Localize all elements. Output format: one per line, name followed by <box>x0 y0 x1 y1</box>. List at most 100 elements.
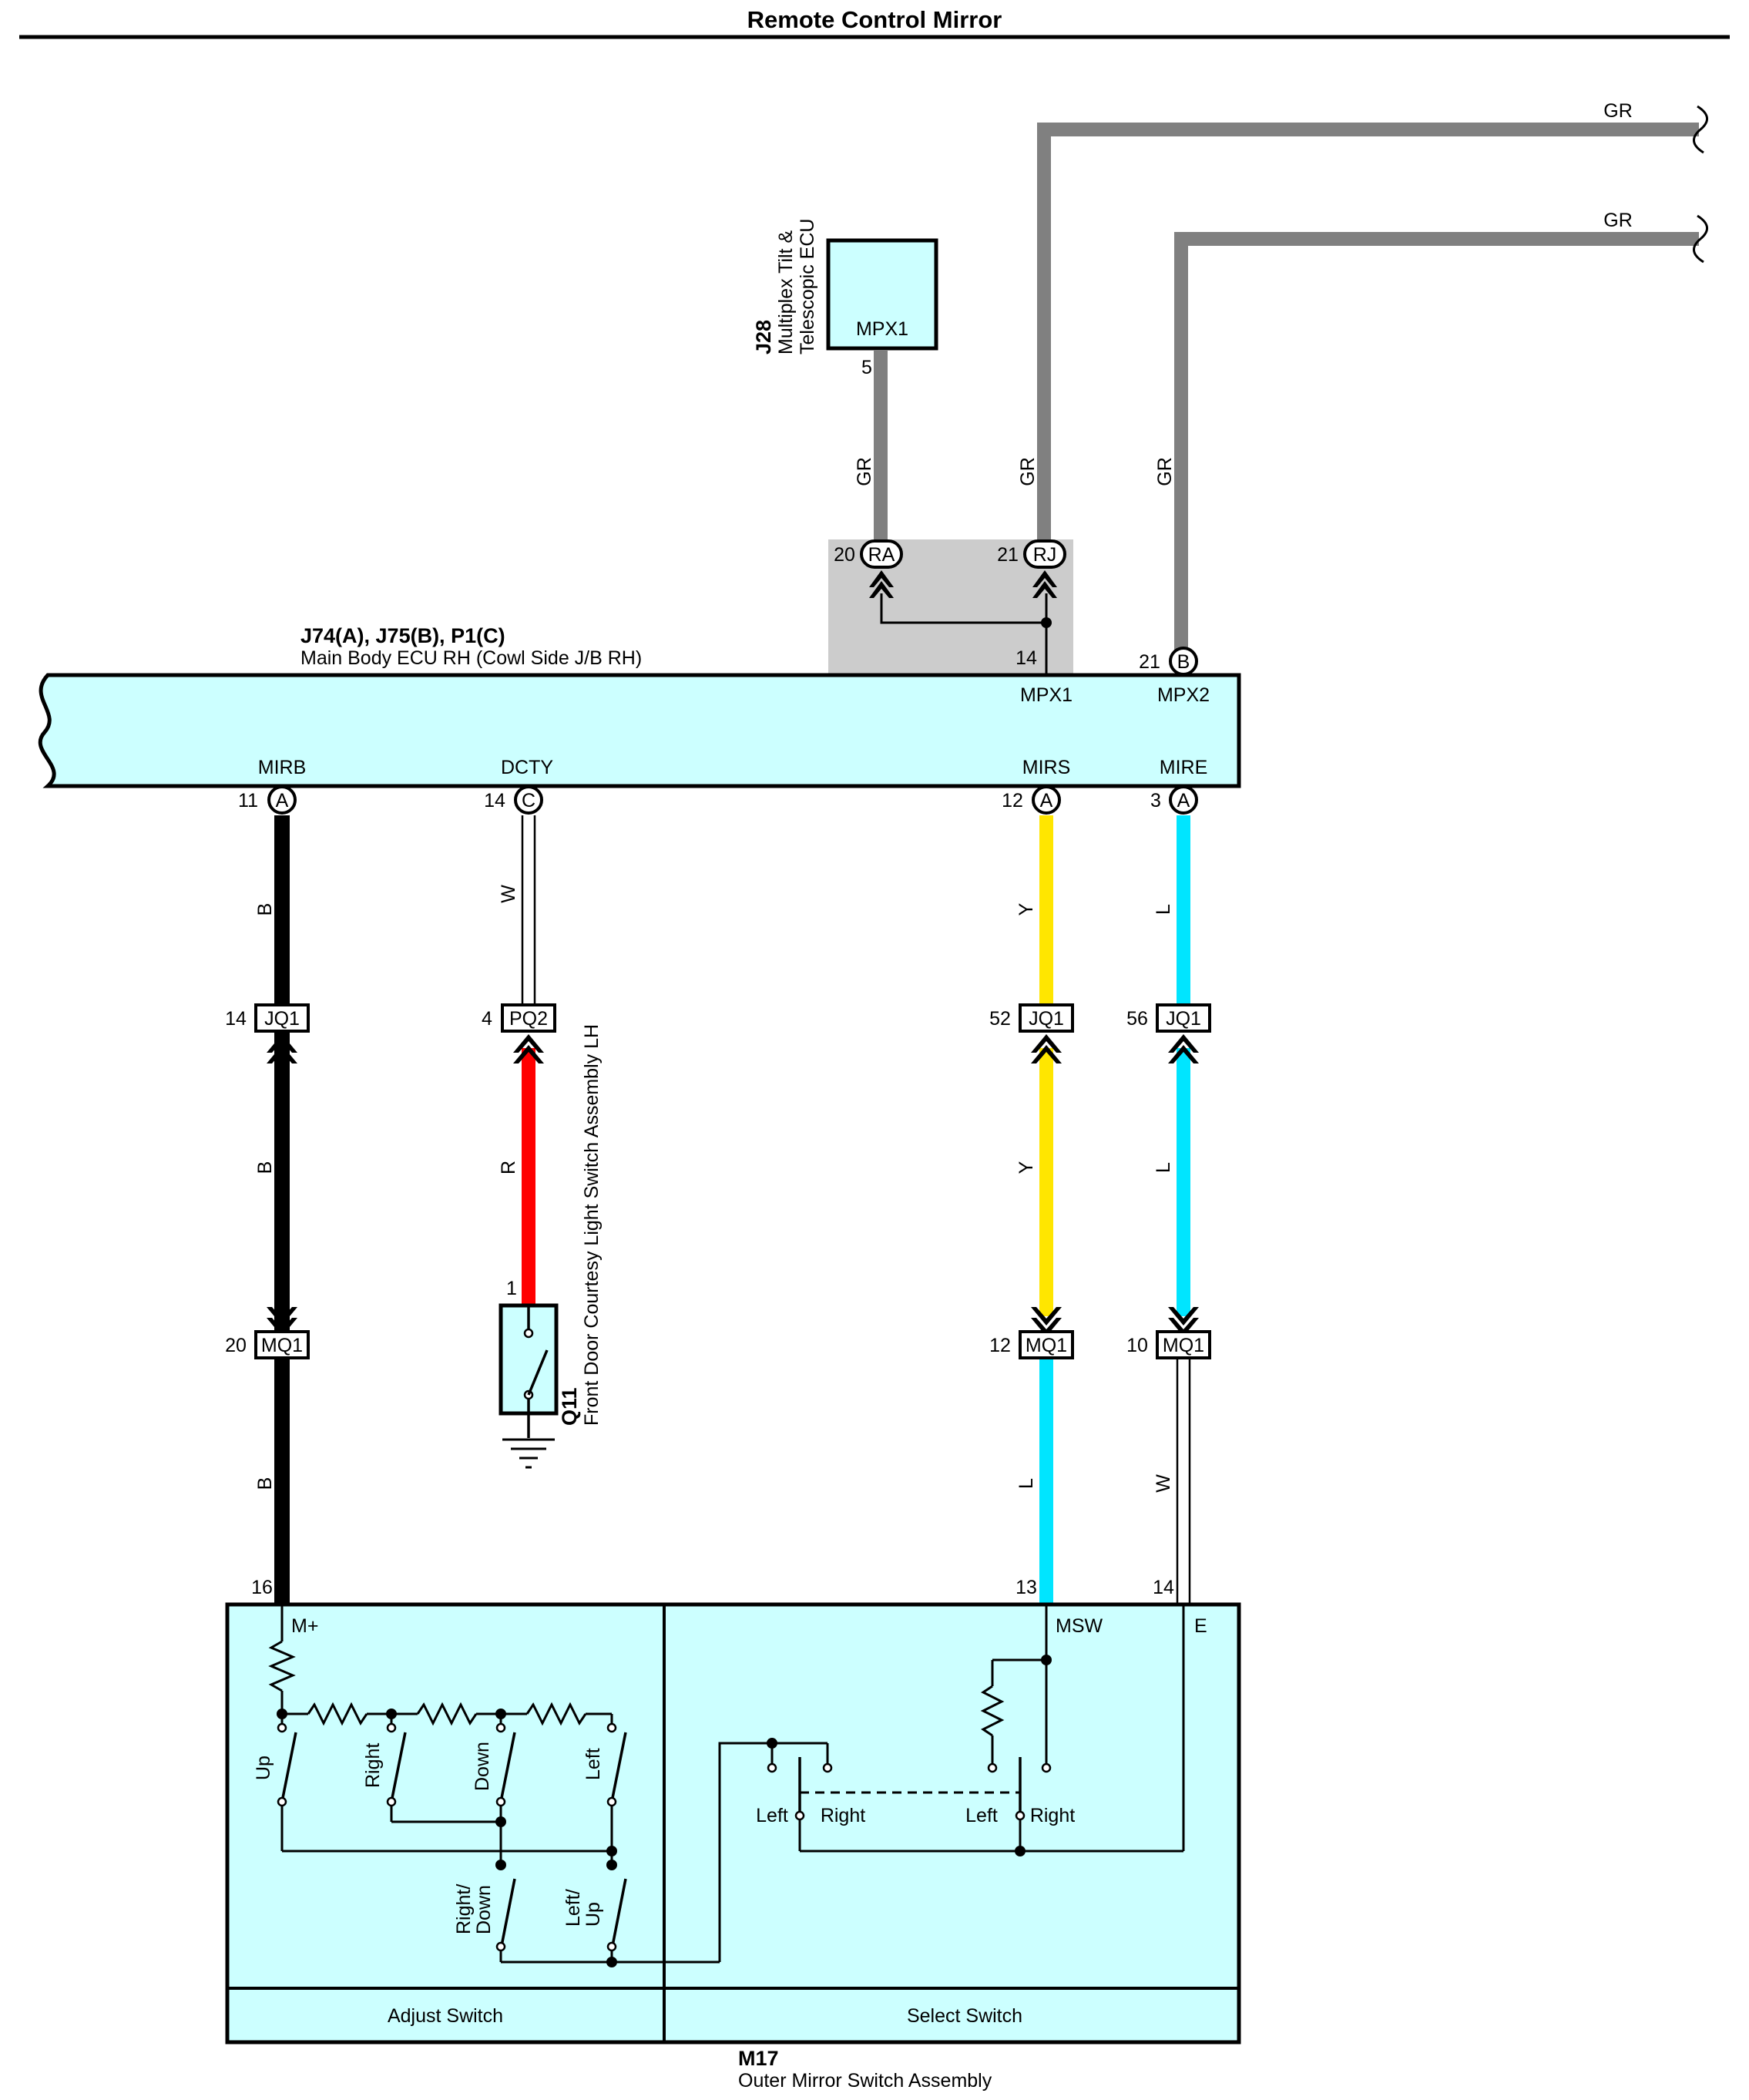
q11-switch-symbol <box>523 1305 549 1438</box>
m17-mplus-pin: 16 <box>251 1577 273 1598</box>
connector-ra-label: RA <box>868 544 895 566</box>
mq1-pin-mirb: 20 <box>225 1335 247 1356</box>
mq1-pin-mire: 10 <box>1126 1335 1148 1356</box>
gray-wire-mpx2 <box>1174 232 1699 659</box>
wire-color-mpx2: GR <box>1154 457 1176 486</box>
pq2-connector <box>501 1003 556 1033</box>
mq1-label-mire: MQ1 <box>1163 1335 1204 1356</box>
switch-label-right: Right <box>362 1743 384 1788</box>
wire-color-mirs-mid: Y <box>1015 1161 1037 1174</box>
switch-label-left: Left <box>582 1748 604 1780</box>
jq1-pin-mirb: 14 <box>225 1008 247 1030</box>
wire-color-mirb-upper: B <box>254 903 276 916</box>
diagram-title: Remote Control Mirror <box>747 6 1002 33</box>
ecu-terminal-dcty: DCTY <box>501 757 553 778</box>
ecu-terminal-mpx2: MPX2 <box>1157 684 1210 706</box>
switch-label-left-up-1: Left/ <box>562 1889 584 1927</box>
connector-ra-pin: 20 <box>834 544 855 566</box>
wire-color-mire-mid: L <box>1153 1162 1174 1173</box>
jq1-pin-mire: 56 <box>1126 1008 1148 1030</box>
ecu-mpx1-pin: 14 <box>1015 647 1037 669</box>
jq1-label-mirs: JQ1 <box>1029 1008 1064 1030</box>
select-label-left-2: Left <box>965 1805 998 1826</box>
wire-color-dcty-upper: W <box>498 885 519 903</box>
wire-color-gr-lower: GR <box>1603 210 1633 231</box>
wire-color-mire-low: W <box>1153 1474 1174 1493</box>
wire-color-mirs-upper: Y <box>1015 902 1037 916</box>
q11-name: Front Door Courtesy Light Switch Assembl… <box>581 1024 603 1426</box>
m17-msw-pin: 13 <box>1015 1577 1037 1598</box>
m17-terminal-mplus: M+ <box>291 1615 318 1637</box>
m17-e-pin: 14 <box>1153 1577 1174 1598</box>
junction-splice-wire <box>880 593 1046 624</box>
select-label-right-1: Right <box>821 1805 865 1826</box>
wire-color-dcty-low: R <box>498 1161 519 1174</box>
jq1-pin-mirs: 52 <box>989 1008 1011 1030</box>
mq1-connector-mirs <box>1019 1330 1074 1359</box>
switch-label-down: Down <box>472 1742 493 1791</box>
wire-color-mirb-mid: B <box>254 1161 276 1174</box>
wire-color-mirb-low: B <box>254 1477 276 1490</box>
wire-color-mirs-low: L <box>1015 1478 1037 1489</box>
switch-label-right-down-2: Down <box>473 1885 495 1934</box>
mire-connector-letter: A <box>1177 790 1190 811</box>
ecu-terminal-mirb: MIRB <box>258 757 307 778</box>
wire-color-rj: GR <box>1017 457 1039 486</box>
wire-color-gr-top: GR <box>1603 100 1633 122</box>
j28-code: J28 <box>752 320 775 354</box>
break-mark-1 <box>1693 105 1708 154</box>
adjust-switch-nodes <box>277 1709 617 1967</box>
mirs-pin: 12 <box>1002 790 1023 811</box>
mq1-connector-mirb <box>254 1330 310 1359</box>
connector-b-mpx2-letter: B <box>1177 651 1190 673</box>
j28-ecu-box <box>826 238 938 351</box>
wire-mire-white-low <box>1176 1358 1191 1604</box>
main-ecu-name: Main Body ECU RH (Cowl Side J/B RH) <box>300 647 642 669</box>
m17-assembly-box <box>225 1602 1241 2045</box>
connector-rj <box>1023 539 1066 569</box>
q11-pin: 1 <box>506 1278 517 1299</box>
jq1-connector-mirs <box>1019 1003 1074 1033</box>
connector-ra <box>860 539 903 569</box>
mq1-connector-mire <box>1156 1330 1211 1359</box>
main-ecu-box <box>38 673 1241 788</box>
j28-terminal-mpx1: MPX1 <box>856 318 908 340</box>
mq1-label-mirb: MQ1 <box>261 1335 303 1356</box>
mq1-label-mirs: MQ1 <box>1026 1335 1067 1356</box>
q11-code: Q11 <box>558 1387 581 1426</box>
pq2-label: PQ2 <box>509 1008 548 1030</box>
m17-terminal-e: E <box>1194 1615 1207 1637</box>
m17-terminal-msw: MSW <box>1056 1615 1103 1637</box>
mirs-connector-letter: A <box>1040 790 1053 811</box>
ground-icon <box>502 1438 555 1469</box>
lower-chevrons <box>267 1307 1199 1336</box>
select-switch-label: Select Switch <box>907 2005 1022 2027</box>
jq1-connector-mire <box>1156 1003 1211 1033</box>
connector-rj-label: RJ <box>1033 544 1057 566</box>
select-switch-circuit <box>770 1604 1185 1853</box>
dcty-connector-letter: C <box>522 790 535 811</box>
j28-name-line1: Multiplex Tilt & <box>775 230 797 354</box>
m17-name: Outer Mirror Switch Assembly <box>738 2070 992 2092</box>
mirb-pin: 11 <box>238 790 258 811</box>
mq1-pin-mirs: 12 <box>989 1335 1011 1356</box>
ecu-terminal-mpx1: MPX1 <box>1020 684 1073 706</box>
connector-rj-pin: 21 <box>997 544 1019 566</box>
upper-chevrons <box>267 1034 1199 1063</box>
mire-pin: 3 <box>1150 790 1161 811</box>
adjust-switch-label: Adjust Switch <box>388 2005 503 2027</box>
ecu-mpx2-pin: 21 <box>1139 651 1160 673</box>
jq1-label-mirb: JQ1 <box>264 1008 300 1030</box>
ecu-bottom-connectors <box>267 785 1198 815</box>
gray-wire-rj <box>1037 123 1699 539</box>
main-ecu-code: J74(A), J75(B), P1(C) <box>300 624 505 647</box>
m17-code: M17 <box>738 2047 779 2070</box>
ecu-terminal-mirs: MIRS <box>1022 757 1071 778</box>
select-switch-nodes <box>767 1655 1052 1856</box>
select-label-right-2: Right <box>1030 1805 1075 1826</box>
switch-label-right-down-1: Right/ <box>453 1884 475 1934</box>
select-label-left-1: Left <box>756 1805 788 1826</box>
pq2-pin: 4 <box>482 1008 492 1030</box>
gray-wires <box>874 123 1699 659</box>
switch-label-left-up-2: Up <box>582 1902 604 1927</box>
